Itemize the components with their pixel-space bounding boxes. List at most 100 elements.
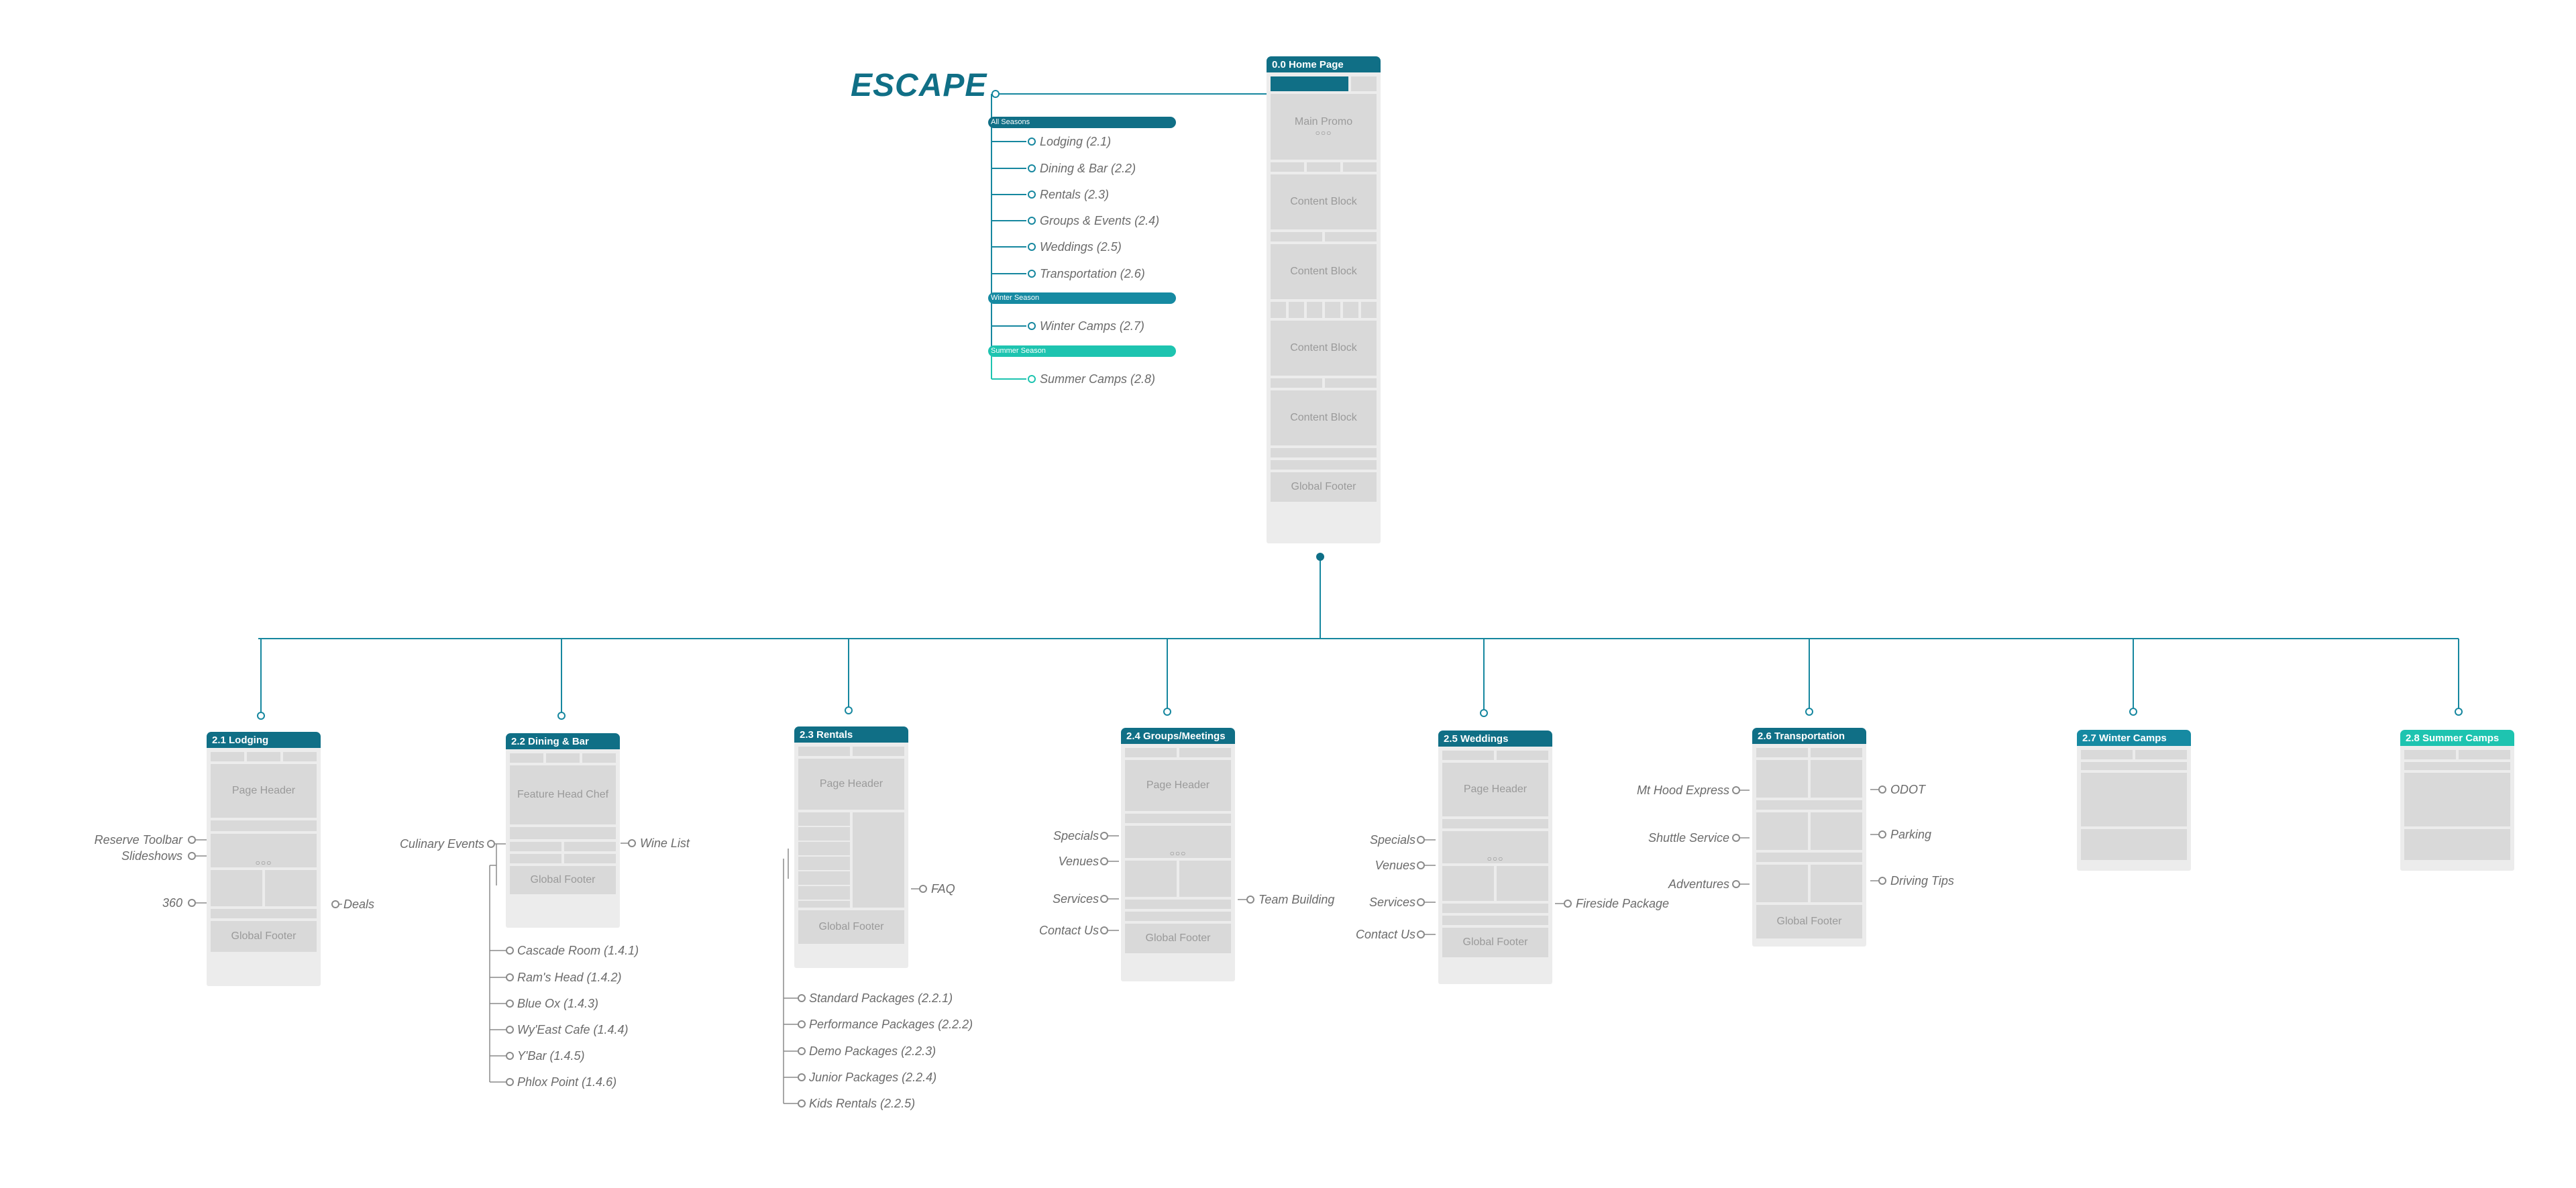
label-node [1417, 861, 1425, 869]
content-block: Content Block [1271, 321, 1377, 376]
rentals-sub-junior[interactable]: Junior Packages (2.2.4) [809, 1071, 937, 1084]
dining-label-culinary-events[interactable]: Culinary Events [399, 837, 484, 851]
global-footer: Global Footer [510, 866, 616, 894]
menu-node [1028, 217, 1036, 225]
dining-sub-wyeast-cafe[interactable]: Wy'East Cafe (1.4.4) [517, 1023, 629, 1036]
sub-node [798, 1047, 806, 1055]
menu-item-winter-camps[interactable]: Winter Camps (2.7) [1040, 319, 1144, 333]
transportation-label-mt-hood-express[interactable]: Mt Hood Express [1636, 784, 1729, 797]
menu-node [1028, 270, 1036, 278]
summer-camps-page-title[interactable]: 2.8 Summer Camps [2400, 730, 2514, 746]
label-node [1564, 900, 1572, 908]
page-header-block: Page Header [798, 759, 904, 810]
menu-node [1028, 243, 1036, 251]
groups-label-contact-us[interactable]: Contact Us [1038, 924, 1099, 937]
branch-node-summer-camps [2455, 708, 2463, 716]
winter-season-bar[interactable]: Winter Season [988, 292, 1176, 304]
all-seasons-bar[interactable]: All Seasons [988, 117, 1176, 128]
menu-item-weddings[interactable]: Weddings (2.5) [1040, 240, 1122, 254]
lodging-label-deals[interactable]: Deals [343, 898, 375, 911]
dining-sub-blue-ox[interactable]: Blue Ox (1.4.3) [517, 997, 599, 1010]
label-node [1732, 880, 1740, 888]
menu-item-summer-camps[interactable]: Summer Camps (2.8) [1040, 372, 1156, 386]
menu-item-lodging[interactable]: Lodging (2.1) [1040, 135, 1112, 148]
rentals-page-title[interactable]: 2.3 Rentals [794, 726, 908, 743]
summer-camps-wireframe [2400, 746, 2514, 871]
branch-node-winter-camps [2129, 708, 2137, 716]
label-node [1732, 786, 1740, 794]
label-node [188, 836, 196, 844]
weddings-label-contact-us[interactable]: Contact Us [1355, 928, 1415, 941]
label-node [1100, 857, 1108, 865]
groups-label-specials[interactable]: Specials [1053, 829, 1099, 843]
dining-sub-cascade-room[interactable]: Cascade Room (1.4.1) [517, 944, 639, 957]
global-footer: Global Footer [1271, 472, 1377, 502]
footer-block [2404, 829, 2510, 860]
summer-season-bar[interactable]: Summer Season [988, 345, 1176, 357]
content-block: Content Block [1271, 244, 1377, 299]
rentals-sub-performance[interactable]: Performance Packages (2.2.2) [809, 1018, 973, 1031]
branch-node-rentals [845, 706, 853, 714]
label-node [628, 839, 636, 847]
menu-node [1028, 138, 1036, 146]
dining-label-wine-list[interactable]: Wine List [640, 836, 690, 850]
global-footer: Global Footer [1125, 924, 1231, 953]
weddings-wireframe: Page Header ○○○ Global Footer [1438, 747, 1552, 984]
groups-page-title[interactable]: 2.4 Groups/Meetings [1121, 728, 1235, 744]
rentals-sub-kids[interactable]: Kids Rentals (2.2.5) [809, 1097, 916, 1110]
branch-node-lodging [257, 712, 265, 720]
weddings-label-venues[interactable]: Venues [1375, 859, 1415, 872]
menu-item-rentals[interactable]: Rentals (2.3) [1040, 188, 1110, 201]
transportation-page-title[interactable]: 2.6 Transportation [1752, 728, 1866, 744]
groups-label-team-building[interactable]: Team Building [1258, 893, 1335, 906]
label-node [188, 852, 196, 860]
label-node [1878, 786, 1886, 794]
content-block [2081, 773, 2187, 826]
transportation-label-adventures[interactable]: Adventures [1668, 877, 1729, 891]
label-node [1732, 834, 1740, 842]
page-header-block: Page Header [211, 764, 317, 818]
weddings-label-specials[interactable]: Specials [1369, 833, 1415, 847]
lodging-label-slideshows[interactable]: Slideshows [121, 849, 182, 863]
menu-item-groups[interactable]: Groups & Events (2.4) [1040, 214, 1160, 227]
label-node [188, 899, 196, 907]
menu-node [1028, 322, 1036, 330]
rentals-sub-demo[interactable]: Demo Packages (2.2.3) [809, 1044, 936, 1058]
label-node [1100, 895, 1108, 903]
menu-item-dining[interactable]: Dining & Bar (2.2) [1040, 162, 1136, 175]
home-page-wireframe: Main Promo ○○○ Content Block Content Blo… [1267, 72, 1381, 543]
lodging-label-reserve-toolbar[interactable]: Reserve Toolbar [94, 833, 182, 847]
sub-node [506, 1052, 514, 1060]
home-root-node [1316, 553, 1324, 561]
dining-page-title[interactable]: 2.2 Dining & Bar [506, 733, 620, 749]
dining-sub-ybar[interactable]: Y'Bar (1.4.5) [517, 1049, 585, 1063]
transportation-label-shuttle-service[interactable]: Shuttle Service [1648, 831, 1729, 845]
rentals-sub-standard[interactable]: Standard Packages (2.2.1) [809, 991, 953, 1005]
lodging-label-360[interactable]: 360 [162, 896, 182, 910]
groups-label-services[interactable]: Services [1052, 892, 1099, 906]
winter-camps-page-title[interactable]: 2.7 Winter Camps [2077, 730, 2191, 746]
label-node [331, 900, 339, 908]
dining-sub-phlox-point[interactable]: Phlox Point (1.4.6) [517, 1075, 617, 1089]
global-footer: Global Footer [1756, 905, 1862, 938]
weddings-label-fireside-package[interactable]: Fireside Package [1576, 897, 1670, 910]
rentals-wireframe: Page Header Global Footer [794, 743, 908, 968]
sub-node [506, 973, 514, 981]
rentals-label-faq[interactable]: FAQ [931, 882, 955, 896]
menu-node [1028, 191, 1036, 199]
transportation-label-odot[interactable]: ODOT [1890, 783, 1925, 796]
dining-sub-rams-head[interactable]: Ram's Head (1.4.2) [517, 971, 622, 984]
global-footer: Global Footer [211, 921, 317, 952]
slideshow-block: ○○○ [211, 834, 317, 867]
transportation-label-driving-tips[interactable]: Driving Tips [1890, 874, 1954, 887]
home-page-title[interactable]: 0.0 Home Page [1267, 56, 1381, 72]
global-footer: Global Footer [798, 910, 904, 944]
groups-label-venues[interactable]: Venues [1058, 855, 1099, 868]
menu-node [1028, 375, 1036, 383]
weddings-label-services[interactable]: Services [1368, 896, 1415, 909]
menu-item-transportation[interactable]: Transportation (2.6) [1040, 267, 1145, 280]
weddings-page-title[interactable]: 2.5 Weddings [1438, 731, 1552, 747]
transportation-label-parking[interactable]: Parking [1890, 828, 1932, 841]
lodging-page-title[interactable]: 2.1 Lodging [207, 732, 321, 748]
menu-node [1028, 164, 1036, 172]
